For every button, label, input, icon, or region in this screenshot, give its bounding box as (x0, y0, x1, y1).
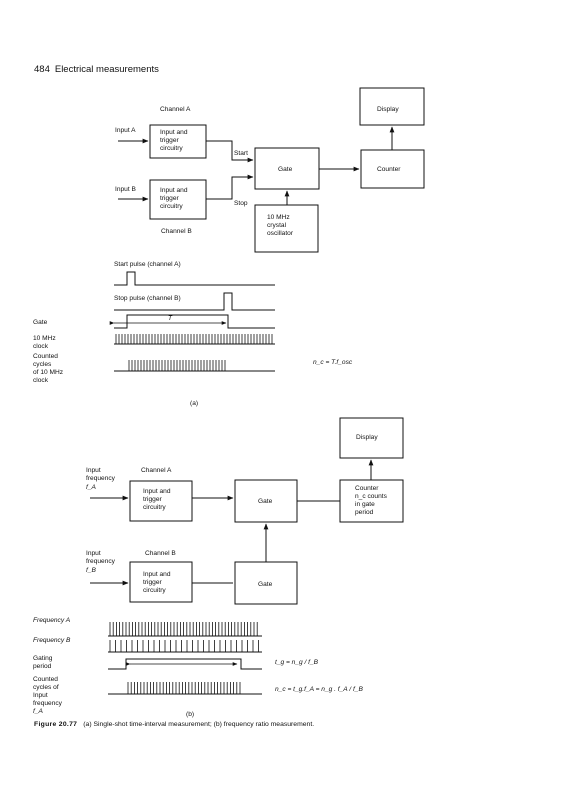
counted-ticks (128, 360, 226, 371)
equation-b-2: n_c = t_g.f_A = n_g . f_A / f_B (275, 686, 363, 693)
trigger-a-line-1: Input and (160, 129, 188, 136)
trigger-b-b-line-3: circuitry (143, 587, 166, 594)
equation-b-1: t_g = n_g / f_B (275, 659, 319, 666)
freq-a-ticks (109, 622, 258, 636)
page-number: 484 (34, 64, 50, 75)
display-label-b: Display (356, 434, 378, 441)
input-b-label: Input B (115, 186, 136, 193)
display-box-b (339, 417, 404, 459)
counter-b-line-2: n_c counts (355, 493, 388, 500)
counter-label: Counter (377, 166, 401, 173)
counted-b-line-1: Counted (33, 676, 58, 683)
stop-pulse-wave (114, 292, 275, 311)
equation-a: n_c = T.f_osc (313, 359, 353, 366)
freq-b-label: Frequency B (33, 637, 71, 644)
clock-ticks (115, 334, 273, 344)
osc-line-1: 10 MHz (267, 214, 290, 221)
channel-b-label-b: Channel B (145, 550, 176, 557)
stop-label: Stop (234, 200, 248, 207)
trigger-a-b-line-2: trigger (143, 496, 162, 503)
display-box-a (359, 87, 425, 126)
input-a-b-line-2: frequency (86, 475, 116, 482)
counted-b-line-3: Input (33, 692, 48, 699)
gate-bottom-label: Gate (258, 581, 273, 588)
counted-a-line-1: Counted (33, 353, 58, 360)
gating-line-1: Gating (33, 655, 53, 662)
channel-a-label-b: Channel A (141, 467, 172, 474)
gate-top-label: Gate (258, 498, 273, 505)
stop-pulse-label: Stop pulse (channel B) (114, 295, 181, 302)
input-a-b-line-1: Input (86, 467, 101, 474)
sublabel-a: (a) (190, 400, 198, 407)
diagram-a (109, 87, 425, 372)
input-b-b-line-1: Input (86, 550, 101, 557)
counted-b-line-5: f_A (33, 708, 43, 715)
counted-a-line-2: cycles (33, 361, 52, 368)
sublabel-b: (b) (186, 711, 194, 718)
trigger-b-b-line-1: Input and (143, 571, 171, 578)
diagram-b-text: Display Channel A Channel B Input freque… (33, 434, 388, 718)
channel-a-label: Channel A (160, 106, 191, 113)
freq-b-ticks (109, 640, 259, 652)
counter-b-line-4: period (355, 509, 374, 516)
start-label: Start (234, 150, 248, 157)
period-symbol: T (168, 315, 173, 322)
oscillator-box (254, 204, 319, 253)
channel-b-label: Channel B (161, 228, 192, 235)
input-a-b-line-3: f_A (86, 484, 96, 491)
trigger-a-line-3: circuitry (160, 145, 183, 152)
input-a-label: Input A (115, 127, 136, 134)
page-header: 484 Electrical measurements (34, 64, 164, 75)
counter-b-line-1: Counter (355, 485, 379, 492)
trigger-a-b-line-3: circuitry (143, 504, 166, 511)
trigger-b-b-line-2: trigger (143, 579, 162, 586)
diagram-a-text: Channel A Channel B Input A Input B Inpu… (33, 106, 401, 407)
trigger-b-line-2: trigger (160, 195, 179, 202)
trigger-a-b-line-1: Input and (143, 488, 171, 495)
clock-line-2: clock (33, 343, 49, 350)
page-title: Electrical measurements (54, 64, 159, 75)
freq-a-label: Frequency A (33, 617, 71, 624)
clock-line-1: 10 MHz (33, 335, 56, 342)
display-label-a: Display (377, 106, 399, 113)
trigger-a-box-b (129, 480, 193, 522)
gate-label-a: Gate (278, 166, 293, 173)
trigger-b-line-1: Input and (160, 187, 188, 194)
trigger-b-box-b (129, 561, 193, 603)
trigger-b-line-3: circuitry (160, 203, 183, 210)
figure-label: Figure 20.77 (34, 721, 78, 728)
counted-a-line-3: of 10 MHz (33, 369, 63, 376)
osc-line-2: crystal (267, 222, 287, 229)
gating-line-2: period (33, 663, 52, 670)
start-pulse-wave (114, 271, 275, 286)
gate-row-label: Gate (33, 319, 48, 326)
counted-a-line-4: clock (33, 377, 49, 384)
start-connector (206, 140, 254, 163)
counter-b-line-3: in gate (355, 501, 375, 508)
diagram-b (90, 417, 404, 695)
start-pulse-label: Start pulse (channel A) (114, 261, 181, 268)
counted-b-line-4: frequency (33, 700, 63, 707)
input-b-b-line-3: f_B (86, 567, 96, 574)
gating-wave (108, 658, 262, 670)
stop-connector (206, 174, 254, 200)
gate-wave (114, 314, 275, 329)
osc-line-3: oscillator (267, 230, 294, 237)
counted-b-ticks (127, 682, 241, 694)
figure-caption: Figure 20.77 (a) Single-shot time-interva… (34, 721, 314, 728)
figure-caption-text: (a) Single-shot time-interval measuremen… (83, 721, 315, 728)
input-b-b-line-2: frequency (86, 558, 116, 565)
counted-b-line-2: cycles of (33, 684, 59, 691)
trigger-a-line-2: trigger (160, 137, 179, 144)
